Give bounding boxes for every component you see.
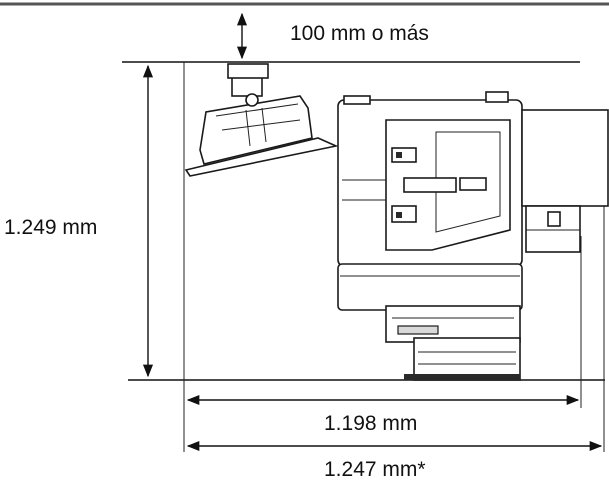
printer-side-unit — [521, 109, 609, 253]
top-clearance-label: 100 mm o más — [290, 22, 429, 45]
total-depth-label: 1.247 mm* — [324, 458, 426, 481]
body-depth-label: 1.198 mm — [324, 412, 417, 435]
printer-illustration — [184, 63, 609, 381]
printer-main-body — [337, 91, 523, 267]
output-tray — [184, 63, 339, 177]
height-label: 1.249 mm — [4, 216, 97, 239]
printer-lower-body — [337, 263, 523, 381]
